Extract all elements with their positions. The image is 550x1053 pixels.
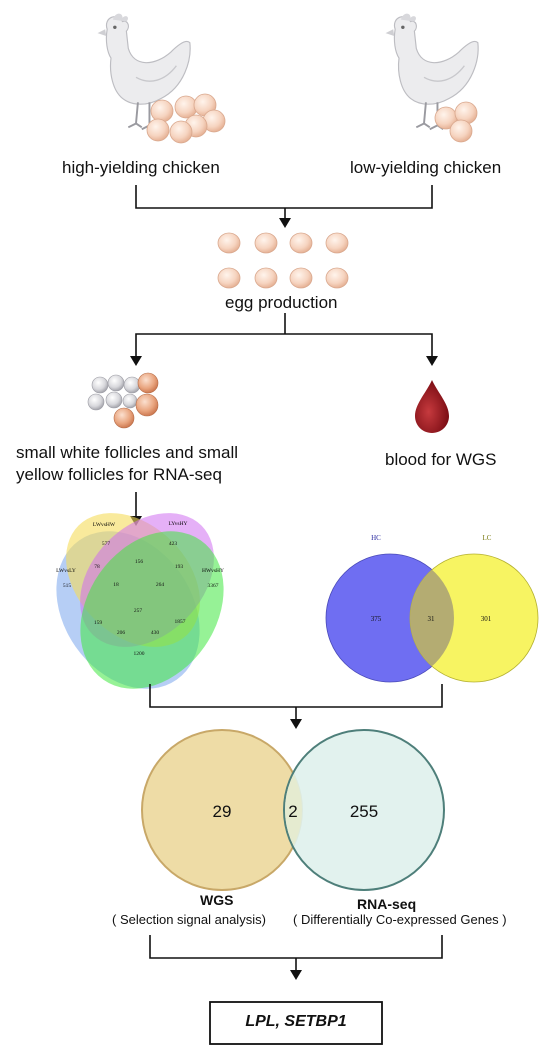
venn4-count: 257 [134, 608, 143, 614]
venn4-set-hwvshy [80, 531, 224, 689]
venn4-count: 577 [102, 541, 111, 547]
venn-final-overlap-count: 2 [288, 802, 297, 821]
venn4-label-hwvshy: HWvsHY [202, 568, 224, 574]
venn4-count: 78 [94, 564, 100, 570]
venn4-count: 264 [156, 582, 165, 588]
venn4-count: 206 [117, 630, 126, 636]
venn-wgs-count: 29 [213, 802, 232, 821]
egg-cluster-low-icon [434, 101, 478, 143]
venn-rnaseq-count: 255 [350, 802, 378, 821]
venn4-count: 1857 [175, 619, 186, 625]
venn-four-way: LWvsLY LWvsHW LYvsHY HWvsHY 515 577 423 … [56, 513, 224, 689]
high-yielding-chicken-label: high-yielding chicken [62, 158, 220, 177]
low-yielding-chicken-label: low-yielding chicken [350, 158, 502, 177]
rnaseq-title: RNA-seq [357, 896, 417, 912]
follicles-label-line1: small white follicles and small [16, 443, 239, 462]
venn4-label-lyvshy: LYvsHY [168, 521, 187, 527]
egg-cluster-high-icon [146, 93, 226, 144]
venn-lc-count: 301 [481, 615, 492, 623]
follicles-icon [87, 372, 159, 429]
egg-grid-icon [217, 232, 349, 289]
venn4-count: 3367 [208, 583, 219, 589]
high-yielding-chicken-icon [96, 12, 226, 144]
venn4-count: 423 [169, 541, 178, 547]
venn-hc-lc-overlap [410, 554, 454, 682]
follicles-label-line2: yellow follicles for RNA-seq [16, 465, 222, 484]
connector-chickens-to-eggs [135, 185, 433, 228]
venn-final: 29 2 255 [141, 729, 445, 891]
connector-final-to-result [149, 935, 443, 980]
connector-eggs-to-branches [130, 313, 438, 366]
venn4-count: 430 [151, 630, 160, 636]
venn4-count: 1200 [134, 651, 145, 657]
venn4-count: 515 [63, 583, 72, 589]
low-yielding-chicken-icon [384, 12, 480, 143]
connector-vennes-to-final [149, 684, 443, 729]
venn4-label-lwvsly: LWvsLY [56, 568, 76, 574]
venn-lc-label: LC [483, 534, 492, 542]
blood-label: blood for WGS [385, 450, 497, 469]
venn4-label-lwvshw: LWvsHW [93, 522, 116, 528]
wgs-title: WGS [200, 892, 234, 908]
venn4-count: 18 [113, 582, 119, 588]
egg-production-label: egg production [225, 293, 338, 312]
venn4-count: 193 [175, 564, 184, 570]
venn4-count: 159 [94, 620, 103, 626]
venn-overlap-count: 31 [428, 615, 436, 623]
venn-hc-label: HC [371, 534, 381, 542]
venn-rnaseq-circle [283, 729, 445, 891]
blood-drop-icon [415, 380, 449, 433]
venn4-count: 156 [135, 559, 144, 565]
result-genes: LPL, SETBP1 [245, 1013, 347, 1030]
venn-hc-count: 375 [371, 615, 382, 623]
rnaseq-subtitle: ( Differentially Co-expressed Genes ) [293, 912, 507, 927]
result-box [209, 1001, 383, 1045]
wgs-subtitle: ( Selection signal analysis) [112, 912, 266, 927]
venn-hc-lc: HC LC 375 31 301 [325, 534, 539, 683]
